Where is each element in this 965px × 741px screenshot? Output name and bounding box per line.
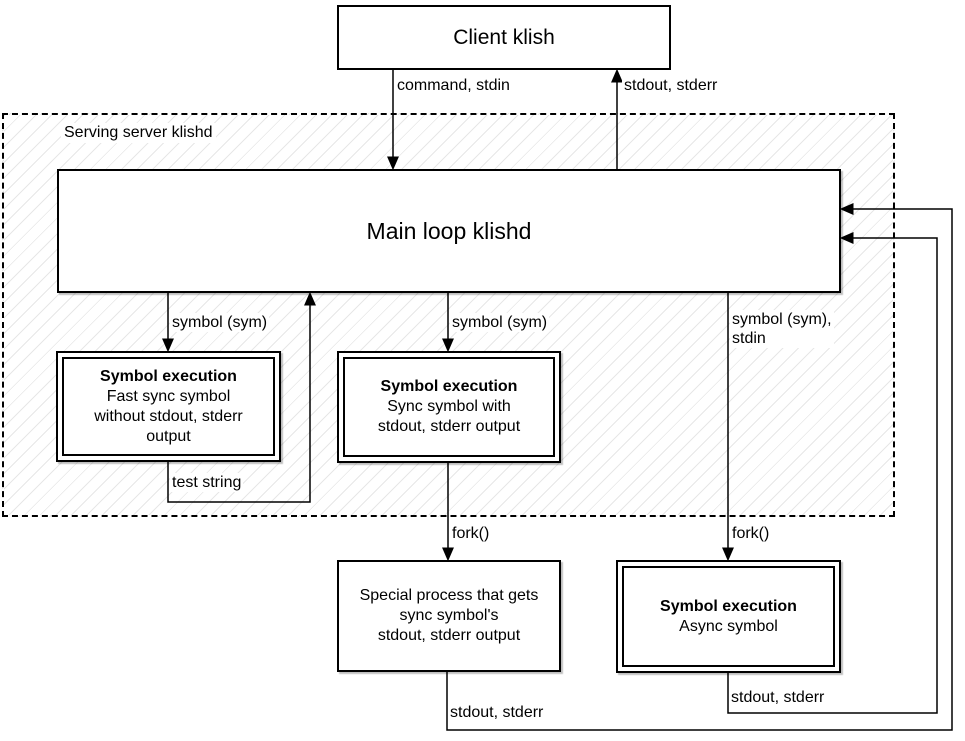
edge-label-symbol-sym-sync: symbol (sym)	[450, 313, 550, 332]
main-loop-box: Main loop klishd	[57, 169, 841, 293]
client-klish-box: Client klish	[337, 5, 671, 70]
symbol-execution-async-body: Async symbol	[679, 617, 778, 635]
edge-label-fork-async: fork()	[730, 524, 772, 543]
client-klish-title: Client klish	[453, 25, 555, 49]
edge-label-stdout-stderr-client: stdout, stderr	[622, 76, 720, 95]
symbol-execution-sync-body: Sync symbol with stdout, stderr output	[377, 398, 521, 435]
main-loop-title: Main loop klishd	[366, 217, 532, 244]
symbol-execution-fast-box: Symbol execution Fast sync symbol withou…	[56, 351, 281, 462]
symbol-execution-sync-box: Symbol execution Sync symbol with stdout…	[337, 351, 561, 463]
server-region-label: Serving server klishd	[61, 123, 216, 143]
special-process-body: Special process that gets sync symbol's …	[359, 587, 539, 644]
symbol-execution-async-inner: Symbol execution Async symbol	[622, 566, 835, 667]
symbol-execution-sync-inner: Symbol execution Sync symbol with stdout…	[343, 357, 555, 457]
symbol-execution-fast-body: Fast sync symbol without stdout, stderr …	[94, 387, 243, 445]
edge-label-fork-sync: fork()	[450, 524, 492, 543]
symbol-execution-sync-title: Symbol execution	[380, 378, 518, 395]
edge-label-command-stdin: command, stdin	[395, 76, 512, 95]
symbol-execution-async-title: Symbol execution	[660, 597, 797, 615]
edge-label-symbol-sym-stdin: symbol (sym), stdin	[730, 310, 834, 348]
symbol-execution-fast-title: Symbol execution	[100, 367, 237, 385]
special-process-box: Special process that gets sync symbol's …	[337, 560, 561, 672]
edge-label-stdout-stderr-async: stdout, stderr	[729, 688, 827, 707]
symbol-execution-fast-inner: Symbol execution Fast sync symbol withou…	[62, 357, 275, 456]
edge-label-test-string: test string	[170, 473, 244, 492]
symbol-execution-async-box: Symbol execution Async symbol	[616, 560, 841, 673]
edge-label-stdout-stderr-special: stdout, stderr	[448, 703, 546, 722]
edge-label-symbol-sym-fast: symbol (sym)	[170, 313, 270, 332]
